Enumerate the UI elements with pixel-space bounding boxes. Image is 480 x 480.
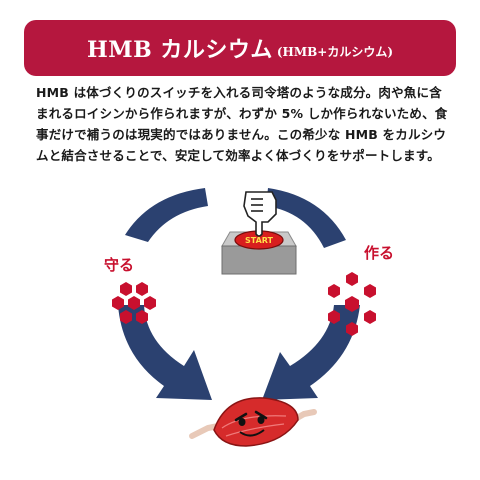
hexagon-cluster-left xyxy=(112,282,156,324)
hexagon xyxy=(112,296,124,310)
pointing-hand-icon xyxy=(243,191,277,237)
hexagon xyxy=(136,282,148,296)
description-line: まれるロイシンから作られますが、わずか 5% しか作られないため、食 xyxy=(36,106,448,121)
banner-subtitle: (HMB+カルシウム) xyxy=(276,44,394,59)
hexagon xyxy=(136,310,148,324)
start-label: START xyxy=(245,236,274,245)
description-line: ムと結合させることで、安定して効率よく体づくりをサポートします。 xyxy=(36,148,440,163)
arrow-bottom-left xyxy=(118,305,212,400)
hexagon xyxy=(328,284,340,298)
muscle-character xyxy=(189,397,317,447)
hexagon xyxy=(345,296,359,312)
description-line: HMB は体づくりのスイッチを入れる司令塔のような成分。肉や魚に含 xyxy=(36,85,442,100)
description-text: HMB は体づくりのスイッチを入れる司令塔のような成分。肉や魚に含 まれるロイシ… xyxy=(36,82,448,166)
hexagon-cluster-right xyxy=(328,272,376,336)
hexagon xyxy=(120,282,132,296)
header-banner: HMB カルシウム (HMB+カルシウム) xyxy=(24,20,456,76)
hexagon xyxy=(346,272,358,286)
hexagon xyxy=(364,310,376,324)
make-label: 作る xyxy=(364,244,394,262)
hexagon xyxy=(120,310,132,324)
arrow-top-left xyxy=(125,188,208,242)
hexagon xyxy=(364,284,376,298)
arrow-bottom-right xyxy=(262,305,360,400)
description-line: 事だけで補うのは現実的ではありません。この希少な HMB をカルシウ xyxy=(36,127,447,142)
hexagon xyxy=(128,296,140,310)
arrow-top-right xyxy=(266,188,346,248)
hexagon xyxy=(346,322,358,336)
hexagon xyxy=(328,310,340,324)
hexagon xyxy=(144,296,156,310)
banner-title: HMB カルシウム xyxy=(86,37,273,63)
protect-label: 守る xyxy=(104,256,134,274)
start-switch: START xyxy=(221,191,297,275)
